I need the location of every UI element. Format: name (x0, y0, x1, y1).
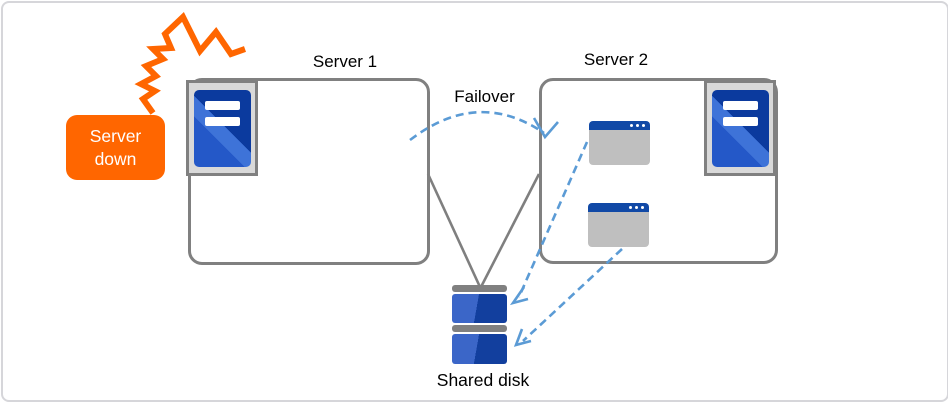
server2-icon-panel (704, 80, 776, 176)
server-down-callout: Server down (66, 115, 165, 180)
failover-arrow (409, 110, 545, 142)
failover-label: Failover (454, 87, 515, 106)
server-slot-icon (722, 100, 758, 110)
window-buttons-icon (630, 124, 645, 127)
server-down-line2: down (94, 148, 137, 169)
shared-disk-label: Shared disk (436, 370, 530, 390)
app-b-arrowhead-icon (513, 328, 532, 347)
window-buttons-icon (629, 206, 644, 209)
window-titlebar (588, 203, 649, 212)
server-down-line1: Server (89, 125, 142, 146)
server1-icon-panel (186, 80, 258, 176)
disk-cap-icon (452, 325, 507, 332)
server-slot-icon (204, 116, 240, 126)
disk-platter-icon (452, 334, 507, 364)
server-slot-icon (722, 116, 758, 126)
app-a-arrowhead-icon (509, 286, 529, 306)
application-b-window-icon (588, 203, 649, 247)
window-body (589, 130, 650, 165)
window-titlebar (589, 121, 650, 130)
disk-cap-icon (452, 285, 507, 292)
server2-tower-icon (711, 89, 769, 167)
server2-label: Server 2 (583, 50, 649, 69)
server-slot-icon (204, 100, 240, 110)
server1-label: Server 1 (312, 52, 378, 71)
application-a-window-icon (589, 121, 650, 165)
window-body (588, 212, 649, 247)
server1-disk-line (426, 173, 482, 288)
server1-tower-icon (193, 89, 251, 167)
disk-platter-icon (452, 294, 507, 323)
server2-disk-line (479, 173, 541, 288)
